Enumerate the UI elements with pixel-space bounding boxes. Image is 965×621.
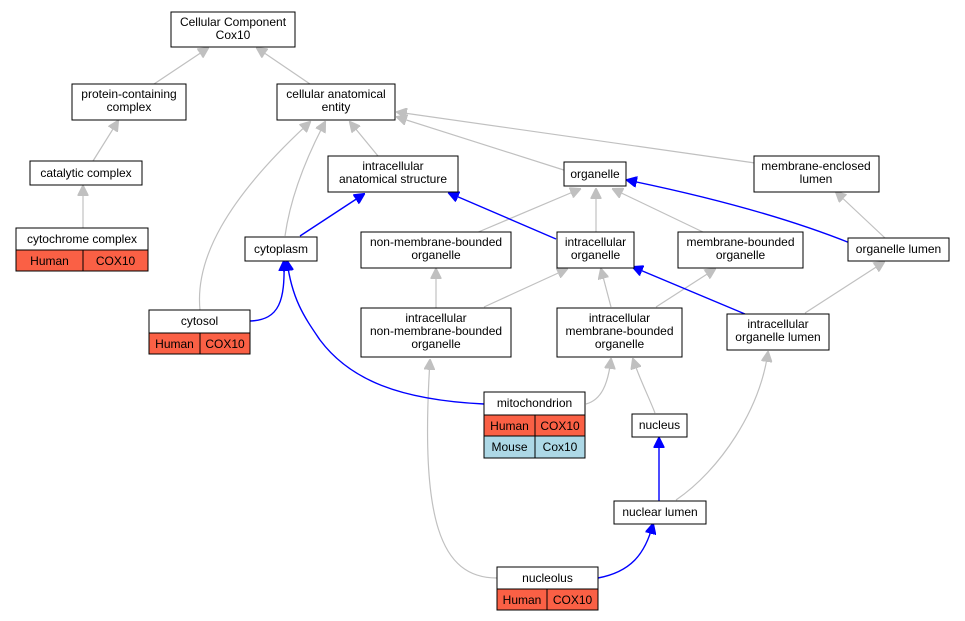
gene-cell-mouse xyxy=(534,435,586,459)
edge-mel-to-cellular-entity xyxy=(397,112,756,164)
node-cellular-component-cox10[interactable]: Cellular Component Cox10 xyxy=(170,11,296,48)
node-non-membrane-bounded-organelle[interactable]: non-membrane-bounded organelle xyxy=(360,231,512,269)
species-label: Human xyxy=(30,254,69,268)
node-label-line1: mitochondrion xyxy=(497,396,572,410)
node-label-line1: nucleolus xyxy=(522,571,573,585)
edge-imbo-to-io xyxy=(601,269,612,308)
edge-nucleolus-to-inmbo xyxy=(428,360,498,579)
node-cytochrome-complex[interactable]: cytochrome complex Human COX10 xyxy=(15,227,149,272)
node-label-line2: non-membrane-bounded xyxy=(370,324,502,338)
gene-cell-human xyxy=(546,588,599,611)
node-label-line2: complex xyxy=(107,100,152,114)
edge-cytoplasm-to-cellular-entity xyxy=(284,122,325,237)
edge-cytosol-to-cellular-entity xyxy=(198,122,310,311)
edge-nmbo-to-organelle xyxy=(475,189,580,234)
node-label-line1: membrane-enclosed xyxy=(761,159,870,173)
nodes: Cellular Component Cox10 protein-contain… xyxy=(15,11,950,611)
edge-ol-to-mel xyxy=(836,192,886,239)
node-membrane-enclosed-lumen[interactable]: membrane-enclosed lumen xyxy=(753,155,880,193)
node-protein-containing-complex[interactable]: protein-containing complex xyxy=(71,83,187,121)
edge-ol-to-organelle xyxy=(627,180,851,244)
node-label-line1: intracellular xyxy=(747,317,808,331)
node-intracellular-anatomical-structure[interactable]: intracellular anatomical structure xyxy=(327,155,459,193)
node-label-line2: anatomical structure xyxy=(339,172,447,186)
gray-edges xyxy=(83,48,886,579)
edge-io-to-ias xyxy=(449,193,557,240)
node-intracellular-non-membrane-bounded-organelle[interactable]: intracellular non-membrane-bounded organ… xyxy=(360,307,512,358)
species-label: Human xyxy=(155,337,194,351)
edge-cytoplasm-to-ias xyxy=(299,194,364,237)
edge-mito-to-cytoplasm xyxy=(287,261,485,405)
node-mitochondrion[interactable]: mitochondrion Human COX10 Mouse Cox10 xyxy=(483,391,586,459)
node-intracellular-organelle-lumen[interactable]: intracellular organelle lumen xyxy=(726,313,830,351)
edge-iol-to-ol xyxy=(804,262,884,314)
edge-catalytic-to-protein-complex xyxy=(92,121,118,162)
edge-mbo-to-organelle xyxy=(613,189,706,234)
gene-cell-human xyxy=(82,249,149,272)
node-label-line1: cytoplasm xyxy=(254,242,308,256)
node-label-line2: organelle lumen xyxy=(735,330,820,344)
species-label: Mouse xyxy=(491,440,527,454)
node-label-line1: cytochrome complex xyxy=(27,232,137,246)
edge-ias-to-cellular-entity xyxy=(350,122,379,157)
node-cytosol[interactable]: cytosol Human COX10 xyxy=(148,309,251,355)
node-label-line2: entity xyxy=(322,100,351,114)
gene-label: Cox10 xyxy=(543,440,578,454)
node-nucleolus[interactable]: nucleolus Human COX10 xyxy=(496,566,599,611)
blue-edges xyxy=(249,180,851,579)
species-label: Human xyxy=(503,593,542,607)
edge-protein-complex-to-root xyxy=(153,48,208,85)
node-label-line1: intracellular xyxy=(589,311,650,325)
node-label-line3: organelle xyxy=(411,337,461,351)
node-label-line1: intracellular xyxy=(362,159,423,173)
node-label-line2: membrane-bounded xyxy=(565,324,673,338)
node-label-line3: organelle xyxy=(595,337,645,351)
node-label-line1: non-membrane-bounded xyxy=(370,235,502,249)
node-cellular-anatomical-entity[interactable]: cellular anatomical entity xyxy=(276,83,396,121)
gene-label: COX10 xyxy=(96,254,136,268)
node-organelle[interactable]: organelle xyxy=(563,161,627,187)
gene-label: COX10 xyxy=(553,593,593,607)
node-intracellular-membrane-bounded-organelle[interactable]: intracellular membrane-bounded organelle xyxy=(556,307,683,358)
edge-mito-to-imbo xyxy=(585,359,611,405)
node-label-line2: lumen xyxy=(800,172,833,186)
edge-nuclear-lumen-to-iol xyxy=(675,352,768,501)
edge-organelle-to-cellular-entity xyxy=(397,117,571,173)
node-label-line1: nuclear lumen xyxy=(622,505,697,519)
gene-label: COX10 xyxy=(205,337,245,351)
node-label-line2: organelle xyxy=(411,248,461,262)
node-nucleus[interactable]: nucleus xyxy=(631,413,688,438)
node-label-line1: Cellular Component xyxy=(180,15,287,29)
edge-inmbo-to-io xyxy=(483,269,567,308)
node-label-line1: cellular anatomical xyxy=(286,87,385,101)
node-label-line1: cytosol xyxy=(181,314,218,328)
node-cytoplasm[interactable]: cytoplasm xyxy=(244,236,318,262)
node-label-line1: protein-containing xyxy=(81,87,176,101)
node-label-line1: intracellular xyxy=(405,311,466,325)
species-label: Human xyxy=(490,419,529,433)
node-label-line1: nucleus xyxy=(639,418,680,432)
node-label-line2: organelle xyxy=(716,248,766,262)
node-nuclear-lumen[interactable]: nuclear lumen xyxy=(613,500,707,525)
gene-cell-human xyxy=(199,332,251,355)
edge-cellular-entity-to-root xyxy=(257,48,311,85)
edge-iol-to-io xyxy=(633,267,746,315)
node-label-line1: membrane-bounded xyxy=(686,235,794,249)
node-label-line2: organelle xyxy=(571,248,621,262)
node-membrane-bounded-organelle[interactable]: membrane-bounded organelle xyxy=(677,231,804,269)
edge-imbo-to-mbo xyxy=(655,269,715,308)
node-intracellular-organelle[interactable]: intracellular organelle xyxy=(556,231,635,269)
gene-label: COX10 xyxy=(540,419,580,433)
edge-cytosol-to-cytoplasm xyxy=(249,261,284,322)
node-organelle-lumen[interactable]: organelle lumen xyxy=(847,237,950,262)
node-label-line1: intracellular xyxy=(565,235,626,249)
edge-nucleolus-to-nuclear-lumen xyxy=(597,524,653,579)
node-label-line1: catalytic complex xyxy=(40,166,131,180)
edge-nucleus-to-imbo xyxy=(633,359,656,414)
node-label-line1: organelle lumen xyxy=(856,242,941,256)
node-label-line2: Cox10 xyxy=(216,28,251,42)
node-label-line1: organelle xyxy=(570,167,620,181)
node-catalytic-complex[interactable]: catalytic complex xyxy=(29,160,143,186)
